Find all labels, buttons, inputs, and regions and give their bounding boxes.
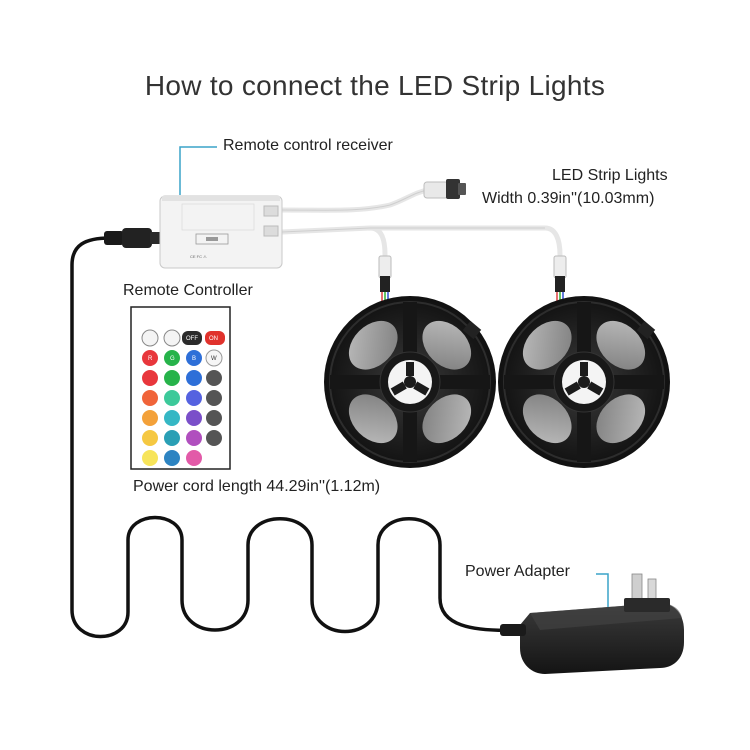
led-reel-left: [324, 255, 496, 468]
color-button: [186, 430, 202, 446]
led-reel-right: [498, 255, 670, 468]
power-adapter: [500, 573, 684, 674]
svg-text:ON: ON: [209, 336, 218, 342]
color-button: [164, 390, 180, 406]
svg-text:G: G: [170, 356, 175, 362]
receiver-label: Remote control receiver: [223, 137, 393, 154]
svg-text:B: B: [192, 356, 196, 362]
color-button: [164, 450, 180, 466]
off-button: OFF: [182, 331, 202, 345]
strip-lights-label: LED Strip Lights: [552, 167, 668, 184]
color-button-grid: [142, 370, 202, 466]
adapter-leader-line: [596, 573, 609, 622]
svg-text:R: R: [148, 356, 153, 362]
controller-box: CE FC ⚠: [159, 195, 283, 269]
color-button: [142, 410, 158, 426]
strip-width-label: Width 0.39in''(10.03mm): [482, 190, 655, 207]
mode-buttons: [206, 370, 222, 446]
color-button: [186, 450, 202, 466]
power-cord: [70, 236, 522, 639]
page-title: How to connect the LED Strip Lights: [144, 70, 606, 101]
color-button: [186, 410, 202, 426]
rgbw-row: R G B W: [142, 349, 223, 367]
color-button: [142, 430, 158, 446]
color-button: [142, 450, 158, 466]
color-button: [164, 430, 180, 446]
svg-text:OFF: OFF: [186, 336, 198, 342]
receiver-leader-line: [179, 146, 217, 195]
on-button: ON: [205, 331, 225, 345]
color-button: [142, 370, 158, 386]
remote-controller-label: Remote Controller: [123, 282, 253, 299]
strip-cable: [279, 225, 388, 258]
remote-controller: OFF ON R G B W: [130, 306, 231, 470]
power-cord-label: Power cord length 44.29in''(1.12m): [133, 478, 381, 495]
power-adapter-label: Power Adapter: [465, 563, 570, 580]
color-button: [164, 370, 180, 386]
controller-marks: CE FC ⚠: [190, 254, 207, 259]
receiver-connector: [423, 179, 466, 199]
receiver-cable: [277, 187, 431, 213]
color-button: [186, 390, 202, 406]
color-button: [164, 410, 180, 426]
dc-plug: [104, 228, 162, 248]
color-button: [142, 390, 158, 406]
svg-text:W: W: [211, 356, 217, 362]
color-button: [186, 370, 202, 386]
